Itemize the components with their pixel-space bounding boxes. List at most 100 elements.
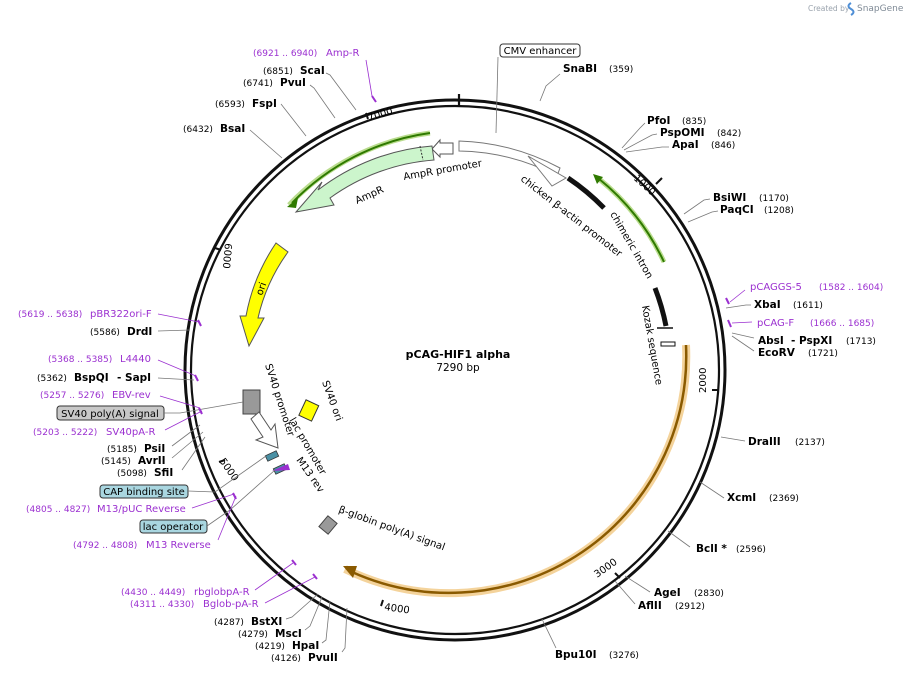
- svg-text:(2369): (2369): [769, 494, 799, 504]
- primer-m13-puc-reverse: (4805 .. 4827) M13/pUC Reverse: [26, 493, 235, 515]
- svg-text:M13/pUC Reverse: M13/pUC Reverse: [97, 504, 186, 515]
- svg-text:BsaI: BsaI: [220, 123, 245, 135]
- svg-text:BspQI: BspQI: [74, 372, 109, 384]
- svg-text:XbaI: XbaI: [754, 299, 781, 311]
- svg-text:SV40pA-R: SV40pA-R: [106, 427, 155, 438]
- primer-pcaggs5: pCAGGS-5 (1582 .. 1604): [729, 282, 883, 303]
- feature-cap-binding-site: CAP binding site: [99, 455, 267, 499]
- enzyme-pspomi: PspOMI (842): [623, 127, 741, 151]
- svg-text:(6921 .. 6940): (6921 .. 6940): [253, 49, 317, 59]
- m13-rev-mark: [272, 464, 290, 471]
- svg-text:BsiWI: BsiWI: [713, 192, 746, 204]
- svg-text:(2912): (2912): [675, 602, 705, 612]
- svg-text:SV40 poly(A) signal: SV40 poly(A) signal: [61, 409, 159, 420]
- svg-text:HpaI: HpaI: [292, 640, 319, 652]
- svg-text:pCAGGS-5: pCAGGS-5: [750, 282, 802, 293]
- svg-text:(1611): (1611): [793, 301, 823, 311]
- enzyme-bspqi: (5362) BspQI - SapI: [37, 372, 195, 384]
- tick-5000: 5000: [217, 456, 241, 483]
- plasmid-length: 7290 bp: [436, 362, 480, 374]
- backbone-outer: [183, 98, 727, 642]
- svg-text:AgeI: AgeI: [654, 587, 681, 599]
- svg-text:(5368 .. 5385): (5368 .. 5385): [48, 355, 112, 365]
- svg-text:CMV enhancer: CMV enhancer: [504, 46, 578, 57]
- enzyme-hpai: (4219) HpaI: [255, 600, 331, 652]
- tick-2000: 2000: [698, 368, 709, 393]
- svg-text:PvuI: PvuI: [280, 77, 306, 89]
- enzyme-xbai: XbaI (1611): [725, 299, 823, 311]
- svg-text:(6741): (6741): [243, 79, 273, 89]
- svg-text:PvuII: PvuII: [308, 652, 338, 664]
- svg-text:(4311 .. 4330): (4311 .. 4330): [130, 600, 194, 610]
- svg-text:(5586): (5586): [90, 328, 120, 338]
- svg-text:(5257 .. 5276): (5257 .. 5276): [40, 391, 104, 401]
- svg-text:AbsI: AbsI: [758, 335, 784, 347]
- svg-text:(6432): (6432): [183, 125, 213, 135]
- svg-text:ApaI: ApaI: [672, 139, 699, 151]
- svg-text:(2830): (2830): [694, 589, 724, 599]
- svg-text:PspOMI: PspOMI: [660, 127, 705, 139]
- svg-text:BstXI: BstXI: [251, 616, 282, 628]
- feature-sv40-polya: SV40 poly(A) signal: [56, 401, 244, 421]
- enzyme-scai: (6851) ScaI: [263, 65, 357, 111]
- feature-ori: ori: [254, 281, 269, 297]
- svg-text:Bpu10I: Bpu10I: [555, 649, 597, 661]
- tick-4000: 4000: [384, 602, 411, 616]
- primer-ebv-rev: (5257 .. 5276) EBV-rev: [40, 390, 201, 409]
- feature-cmv-enhancer: CMV enhancer: [495, 43, 581, 134]
- svg-text:(3276): (3276): [609, 651, 639, 661]
- enzyme-absi: AbsI - PspXI (1713): [731, 332, 876, 347]
- primer-rbglobpa-r: (4430 .. 4449) rbglobpA-R: [121, 562, 294, 598]
- svg-text:PaqCI: PaqCI: [720, 204, 754, 216]
- backbone-inner: [189, 104, 721, 636]
- ampr-promoter-arrow: [431, 138, 454, 159]
- enzyme-psii: (5185) PsiI: [107, 424, 201, 455]
- enzyme-paqci: PaqCI (1208): [687, 204, 794, 223]
- enzyme-bstxi: (4287) BstXI: [214, 593, 319, 628]
- svg-text:(5203 .. 5222): (5203 .. 5222): [33, 428, 97, 438]
- enzyme-bpu10i: Bpu10I (3276): [541, 618, 639, 661]
- svg-text:(359): (359): [609, 65, 633, 75]
- primer-pbr322ori-f: (5619 .. 5638) pBR322ori-F: [18, 309, 200, 323]
- primer-l4440: (5368 .. 5385) L4440: [48, 354, 197, 377]
- sv40-ori-box: [298, 399, 320, 422]
- tick-3000: 3000: [592, 557, 619, 581]
- watermark-brand: SnapGene: [857, 4, 904, 14]
- primer-pcagf: pCAG-F (1666 .. 1685): [731, 318, 874, 329]
- svg-text:(1170): (1170): [759, 194, 789, 204]
- svg-text:(835): (835): [682, 117, 706, 127]
- svg-text:pBR322ori-F: pBR322ori-F: [90, 309, 152, 320]
- svg-text:PfoI: PfoI: [647, 115, 670, 127]
- svg-text:FspI: FspI: [252, 98, 277, 110]
- svg-text:M13 Reverse: M13 Reverse: [146, 540, 211, 551]
- svg-text:lac operator: lac operator: [143, 522, 204, 533]
- feature-globin-polya: β-globin poly(A) signal: [337, 504, 446, 553]
- svg-text:DrdI: DrdI: [127, 326, 152, 338]
- svg-text:(1208): (1208): [764, 206, 794, 216]
- sv40-promoter-arrow: [250, 411, 279, 449]
- svg-text:rbglobpA-R: rbglobpA-R: [194, 587, 250, 598]
- primer-bglob-pa-r: (4311 .. 4330) Bglob-pA-R: [130, 576, 316, 610]
- svg-text:SfiI: SfiI: [154, 467, 173, 479]
- svg-text:(4430 .. 4449): (4430 .. 4449): [121, 588, 185, 598]
- svg-text:Bglob-pA-R: Bglob-pA-R: [203, 599, 259, 610]
- intron-arrow: [593, 174, 665, 263]
- svg-text:(2137): (2137): [795, 438, 825, 448]
- enzyme-ecorv: EcoRV (1721): [731, 335, 838, 359]
- enzyme-apai: ApaI (846): [625, 139, 735, 153]
- svg-text:ScaI: ScaI: [300, 65, 325, 77]
- svg-text:MscI: MscI: [275, 628, 302, 640]
- svg-text:(2596): (2596): [736, 545, 766, 555]
- ampr-arrow: [294, 145, 435, 213]
- svg-text:(4805 .. 4827): (4805 .. 4827): [26, 505, 90, 515]
- primer-amp-r: (6921 .. 6940) Amp-R: [253, 48, 373, 97]
- svg-text:(4126): (4126): [271, 654, 301, 664]
- enzyme-xcmi: XcmI (2369): [699, 481, 799, 504]
- svg-text:(5185): (5185): [107, 445, 137, 455]
- svg-text:(6593): (6593): [215, 100, 245, 110]
- svg-text:PsiI: PsiI: [144, 443, 165, 455]
- svg-text:SnaBI: SnaBI: [563, 63, 597, 75]
- svg-text:BclI *: BclI *: [696, 543, 727, 555]
- globin-polya-box: [318, 515, 338, 535]
- svg-text:CAP binding site: CAP binding site: [103, 487, 185, 498]
